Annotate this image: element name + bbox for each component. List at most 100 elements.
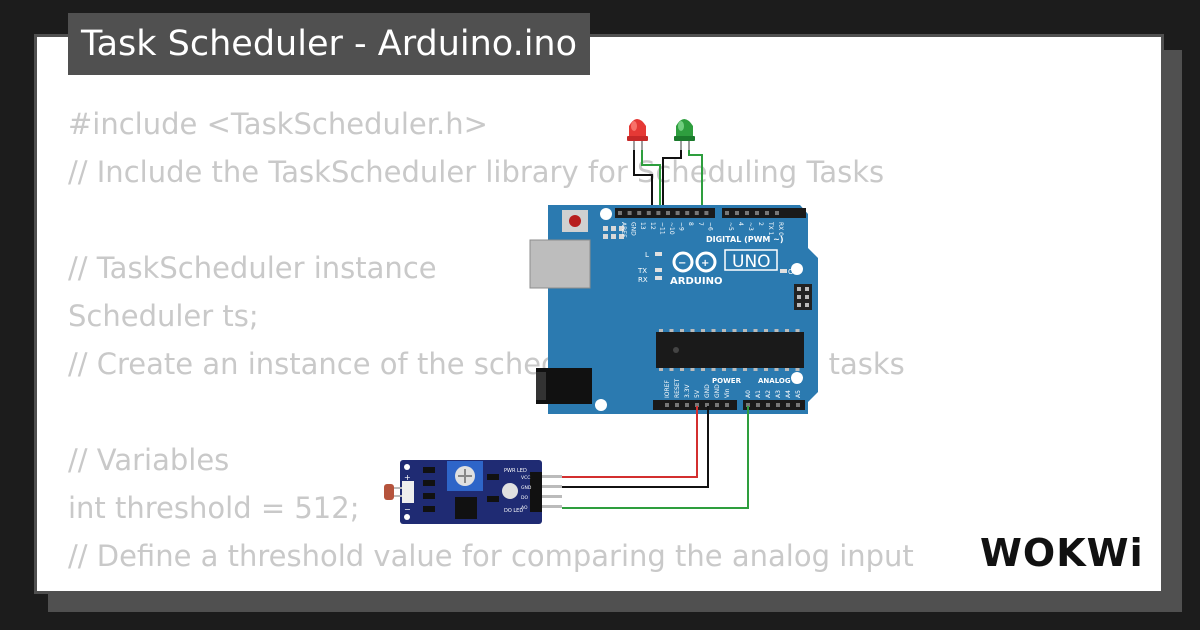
chip-pin	[753, 368, 758, 371]
header-pin[interactable]	[765, 211, 769, 215]
wokwi-logo-text: WOKWi	[980, 531, 1144, 575]
on-label: ON	[788, 268, 799, 276]
header-pin[interactable]	[756, 403, 760, 407]
power-pin-label: 5V	[694, 389, 701, 398]
digital-pin-label: ~9	[678, 222, 685, 231]
header-pin[interactable]	[675, 403, 679, 407]
atmega-chip	[656, 332, 804, 368]
power-pin-label: RESET	[674, 378, 681, 398]
header-pin[interactable]	[656, 211, 661, 215]
chip-pin	[669, 329, 674, 332]
chip-pin	[774, 329, 779, 332]
analog-pin-label: A1	[755, 390, 762, 398]
header-pin[interactable]	[775, 211, 779, 215]
digital-pin-label: ~6	[706, 222, 713, 231]
code-line: // Variables	[68, 443, 230, 477]
code-line: #include <TaskScheduler.h>	[68, 107, 488, 141]
chip-pin	[680, 329, 684, 332]
l-led-label: L	[645, 251, 649, 259]
analog-pin-label: A0	[745, 390, 752, 398]
analog-pin-label: A3	[775, 390, 782, 398]
header-pin[interactable]	[694, 211, 699, 215]
header-pin[interactable]	[776, 403, 780, 407]
header-pin[interactable]	[725, 211, 729, 215]
ldr-icon	[384, 484, 394, 500]
header-pin[interactable]	[704, 211, 709, 215]
sensor-wires	[562, 406, 749, 509]
header-pin[interactable]	[627, 211, 632, 215]
chip-pin	[680, 368, 684, 371]
code-line: int threshold = 512;	[68, 491, 360, 525]
chip-pin	[764, 368, 768, 371]
header-pin[interactable]	[618, 211, 622, 215]
digital-pin-label: ~3	[747, 222, 754, 231]
digital-pin-label: 8	[687, 222, 694, 226]
header-pin[interactable]	[766, 403, 770, 407]
tx-label: TX	[637, 267, 647, 275]
page-title: Task Scheduler - Arduino.ino	[68, 13, 591, 75]
sensor-pin-label: GND	[521, 485, 532, 491]
header-pin[interactable]	[746, 403, 750, 407]
pwr-led-label: PWR LED	[504, 468, 527, 474]
usb-port	[529, 239, 591, 289]
digital-pin-label: GND	[630, 222, 637, 236]
header-pin[interactable]	[715, 403, 719, 407]
digital-pin-label: 13	[639, 222, 646, 230]
digital-pin-label: ~5	[727, 222, 734, 231]
chip-pin	[753, 329, 758, 332]
digital-header-right	[722, 208, 806, 218]
led-wires	[633, 148, 703, 213]
digital-pin-label: ~11	[658, 222, 665, 235]
digital-pin-label: 4	[737, 222, 744, 226]
chip-pin	[795, 368, 800, 371]
header-pin[interactable]	[675, 211, 680, 215]
chip-pin	[690, 329, 695, 332]
header-pin[interactable]	[725, 403, 729, 407]
header-pin[interactable]	[745, 211, 749, 215]
chip-pin	[722, 368, 726, 371]
chip-pin	[732, 329, 737, 332]
chip-pin	[701, 329, 705, 332]
chip-pin	[764, 329, 768, 332]
chip-pin	[669, 368, 674, 371]
chip-pin	[774, 368, 779, 371]
header-pin[interactable]	[666, 211, 670, 215]
power-pin-label: Vin	[724, 388, 731, 398]
header-pin[interactable]	[755, 211, 759, 215]
power-pin-label: 3.3V	[684, 383, 691, 398]
digital-label: DIGITAL (PWM ~)	[706, 235, 784, 244]
header-pin[interactable]	[735, 211, 739, 215]
board-model: UNO	[732, 252, 771, 272]
code-line: Scheduler ts;	[68, 299, 259, 333]
power-pin-label: IOREF	[664, 380, 671, 398]
header-pin[interactable]	[705, 403, 709, 407]
sensor-pin-label: DO	[521, 495, 528, 501]
arduino-infinity-icon	[672, 251, 717, 273]
digital-pin-label: ~10	[668, 222, 675, 235]
header-pin[interactable]	[665, 403, 669, 407]
header-pin[interactable]	[646, 211, 651, 215]
digital-header-left	[615, 208, 715, 218]
header-pin[interactable]	[637, 211, 642, 215]
chip-pin	[785, 329, 789, 332]
header-pin[interactable]	[786, 403, 790, 407]
svg-text:+: +	[404, 473, 411, 482]
header-pin[interactable]	[685, 211, 690, 215]
header-pin[interactable]	[695, 403, 699, 407]
green-led[interactable]	[674, 119, 695, 150]
chip-pin	[743, 329, 747, 332]
red-led[interactable]	[627, 119, 648, 150]
chip-pin	[659, 368, 663, 371]
analog-pin-label: A2	[765, 390, 772, 398]
analog-header	[743, 400, 805, 410]
digital-pin-label: 2	[757, 222, 764, 226]
chip-pin	[795, 329, 800, 332]
power-pin-label: GND	[714, 384, 721, 398]
header-pin[interactable]	[796, 403, 800, 407]
digital-pin-label: 12	[649, 222, 656, 230]
arduino-uno-board[interactable]: L TX RX ON − + UNO ARDUINO DIGITAL (PWM …	[529, 205, 818, 414]
chip-pin	[785, 368, 789, 371]
header-pin[interactable]	[685, 403, 689, 407]
